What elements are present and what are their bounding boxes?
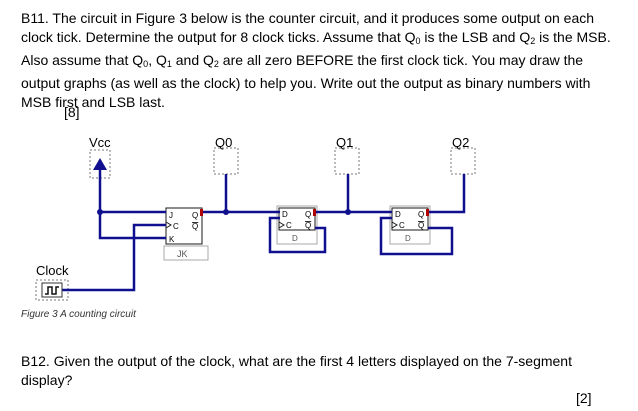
dff1-type-label: D bbox=[292, 234, 298, 243]
dff2-c-pin: C bbox=[399, 221, 405, 230]
circuit-wires bbox=[52, 160, 466, 292]
q1-label: Q1 bbox=[336, 135, 353, 150]
jk-k-pin: K bbox=[169, 235, 175, 244]
wire-junctions bbox=[97, 209, 351, 215]
q2-probe-box bbox=[450, 147, 476, 175]
dff1-qbar-pin: Q bbox=[305, 221, 311, 230]
dff1-d-pin: D bbox=[282, 210, 288, 219]
question-b11-text: B11. The circuit in Figure 3 below is th… bbox=[21, 10, 611, 110]
jk-label-box bbox=[163, 245, 209, 261]
output-markers bbox=[200, 209, 429, 216]
question-b12-marks: [2] bbox=[576, 390, 592, 406]
dff1-q-pin: Q bbox=[305, 210, 311, 219]
jk-qbar-pin: Q bbox=[192, 222, 198, 231]
clock-waveform-icon bbox=[45, 286, 59, 295]
question-b11-marks: [8] bbox=[64, 104, 80, 120]
vcc-arrow-icon bbox=[93, 158, 107, 170]
clock-label: Clock bbox=[36, 263, 69, 278]
dff1-c-pin: C bbox=[286, 221, 292, 230]
d-flip-flop-2-outer bbox=[389, 205, 431, 245]
q0-label: Q0 bbox=[215, 135, 232, 150]
jk-c-pin: C bbox=[173, 222, 179, 231]
question-b12-text: B12. Given the output of the clock, what… bbox=[21, 353, 572, 388]
dff2-qbar-pin: Q bbox=[418, 221, 424, 230]
vcc-label: Vcc bbox=[89, 135, 111, 150]
dff2-type-label: D bbox=[405, 234, 411, 243]
q2-label: Q2 bbox=[452, 135, 469, 150]
d-flip-flop-1-outer bbox=[276, 205, 318, 245]
dff2-q-pin: Q bbox=[418, 210, 424, 219]
jk-q-pin: Q bbox=[192, 211, 198, 220]
jk-j-pin: J bbox=[169, 211, 173, 220]
jk-type-label: JK bbox=[177, 249, 188, 259]
dff2-d-pin: D bbox=[395, 210, 401, 219]
figure-caption: Figure 3 A counting circuit bbox=[21, 309, 136, 320]
q0-probe-box bbox=[213, 147, 239, 175]
q1-probe-box bbox=[334, 147, 360, 175]
